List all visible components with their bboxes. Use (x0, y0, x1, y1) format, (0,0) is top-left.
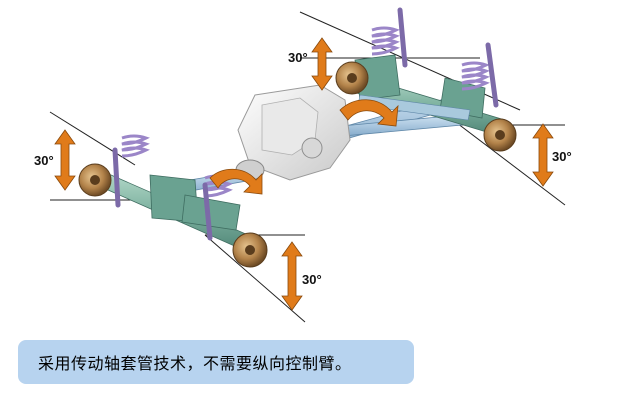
tilt-arrow-bottom (281, 241, 303, 311)
caption-text: 采用传动轴套管技术，不需要纵向控制臂。 (38, 354, 352, 373)
rear-axle (339, 54, 506, 137)
wheel-hubs (78, 61, 517, 268)
angle-label-left: 30° (34, 153, 54, 168)
tilt-arrow-top-left (311, 37, 333, 91)
caption-box: 采用传动轴套管技术，不需要纵向控制臂。 (18, 340, 414, 384)
angle-label-bottom: 30° (302, 272, 322, 287)
rotation-arrow-front (209, 168, 263, 195)
angle-label-top-left: 30° (288, 50, 308, 65)
gearbox (235, 84, 351, 181)
angle-label-right: 30° (552, 149, 572, 164)
tilt-arrow-right (532, 123, 554, 187)
rotation-arrow-rear (339, 99, 399, 127)
tilt-arrow-left (54, 129, 76, 191)
front-axle (89, 167, 256, 253)
shock-absorbers (112, 7, 499, 241)
